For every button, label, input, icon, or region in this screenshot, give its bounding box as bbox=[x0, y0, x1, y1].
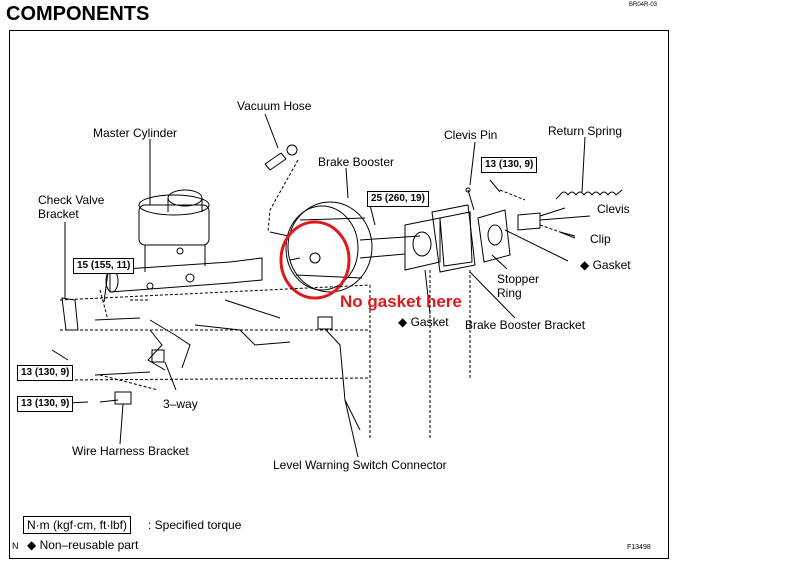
label-clip: Clip bbox=[590, 232, 611, 246]
label-brake-booster-bracket: Brake Booster Bracket bbox=[465, 318, 586, 332]
torque-left-lower: 13 (130, 9) bbox=[17, 396, 74, 412]
legend-specified-torque: : Specified torque bbox=[148, 518, 242, 532]
n-mark: N bbox=[12, 541, 19, 551]
label-check-valve: Check Valve bbox=[38, 193, 105, 207]
label-level-warning-switch-connector: Level Warning Switch Connector bbox=[273, 458, 447, 472]
label-check-valve-bracket: Bracket bbox=[38, 207, 79, 221]
label-gasket-mid: ◆ Gasket bbox=[398, 315, 449, 329]
booster-gasket-part bbox=[404, 217, 441, 271]
brake-booster-part bbox=[269, 201, 421, 293]
return-spring-part bbox=[555, 189, 623, 200]
brake-booster-bracket-part bbox=[431, 204, 476, 273]
torque-left-upper: 13 (130, 9) bbox=[17, 365, 74, 381]
label-master-cylinder: Master Cylinder bbox=[93, 126, 178, 140]
legend-nonreusable: ◆ Non–reusable part bbox=[27, 538, 139, 552]
three-way-part bbox=[151, 349, 165, 363]
label-gasket-right: ◆ Gasket bbox=[580, 258, 631, 272]
label-return-spring: Return Spring bbox=[548, 124, 623, 138]
label-clevis: Clevis bbox=[597, 202, 630, 216]
figure-code: F13498 bbox=[627, 544, 651, 551]
label-vacuum-hose: Vacuum Hose bbox=[237, 99, 312, 113]
page-code: BR04R-03 bbox=[629, 2, 658, 8]
level-warning-connector-part bbox=[317, 316, 361, 431]
torque-booster: 25 (260, 19) bbox=[367, 191, 429, 207]
label-clevis-pin: Clevis Pin bbox=[444, 128, 498, 142]
diamond-icon: ◆ bbox=[398, 315, 408, 329]
legend-unit-box: N·m (kgf·cm, ft·lbf) bbox=[23, 516, 131, 534]
diagram-frame bbox=[9, 30, 669, 559]
clevis-part bbox=[517, 212, 591, 231]
torque-master-cylinder: 15 (155, 11) bbox=[73, 258, 135, 274]
page-title: COMPONENTS bbox=[6, 3, 150, 25]
label-stopper-ring: Ring bbox=[497, 286, 522, 300]
check-valve-bracket-part bbox=[61, 297, 79, 331]
label-stopper: Stopper bbox=[497, 272, 540, 286]
highlight-circle bbox=[279, 220, 351, 300]
master-cylinder-part bbox=[105, 189, 263, 293]
annotation-no-gasket: No gasket here bbox=[340, 292, 462, 311]
label-brake-booster: Brake Booster bbox=[318, 155, 395, 169]
rear-gasket-part bbox=[477, 209, 511, 263]
diamond-icon: ◆ bbox=[580, 258, 590, 272]
label-three-way: 3–way bbox=[163, 397, 198, 411]
vacuum-hose-part bbox=[264, 144, 298, 171]
torque-clevis: 13 (130, 9) bbox=[481, 157, 538, 173]
label-wire-harness-bracket: Wire Harness Bracket bbox=[72, 444, 189, 458]
clevis-pin-part bbox=[467, 189, 475, 211]
wire-harness-bracket-part bbox=[114, 391, 132, 405]
